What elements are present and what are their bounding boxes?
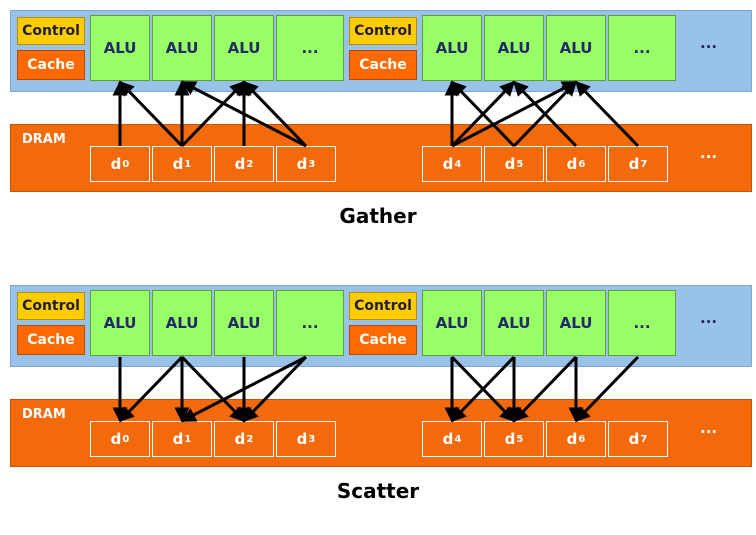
gather-panel: Control Cache ALU ALU ALU ... Control Ca… (0, 0, 756, 260)
control-unit: Control (17, 292, 85, 320)
alu-ellipsis: ... (608, 290, 676, 356)
alu-ellipsis: ... (608, 15, 676, 81)
control-unit: Control (349, 292, 417, 320)
alu-1: ALU (152, 290, 212, 356)
alu-ellipsis: ... (276, 15, 344, 81)
connection-arrow (180, 80, 246, 148)
gather-arrows (112, 80, 640, 148)
connection-arrow (118, 355, 184, 423)
alu-2: ALU (214, 290, 274, 356)
alu-ellipsis: ... (276, 290, 344, 356)
panel-caption: Gather (339, 204, 417, 228)
dram-ellipsis: ... (700, 419, 718, 437)
alu-2: ALU (214, 15, 274, 81)
connection-arrow (450, 80, 516, 148)
connection-arrow (242, 355, 308, 423)
cache-unit: Cache (17, 50, 85, 80)
scatter-arrows (112, 355, 640, 423)
gpu-ellipsis: ... (700, 34, 718, 52)
control-unit: Control (349, 17, 417, 45)
dram-label: DRAM (22, 407, 66, 422)
cache-unit: Cache (17, 325, 85, 355)
gpu-ellipsis: ... (700, 309, 718, 327)
dram-ellipsis: ... (700, 144, 718, 162)
alu-4: ALU (422, 290, 482, 356)
alu-5: ALU (484, 15, 544, 81)
connection-arrow (180, 80, 307, 148)
alu-0: ALU (90, 290, 150, 356)
alu-6: ALU (546, 15, 606, 81)
connection-arrow (180, 355, 246, 423)
panel-caption: Scatter (336, 479, 420, 503)
alu-5: ALU (484, 290, 544, 356)
connection-arrow (450, 355, 516, 423)
alu-6: ALU (546, 290, 606, 356)
connection-arrow (451, 80, 578, 148)
dram-bar (10, 399, 752, 467)
dram-label: DRAM (22, 132, 66, 147)
control-unit: Control (17, 17, 85, 45)
connection-arrow (574, 355, 640, 423)
connection-arrow (242, 80, 308, 148)
cache-unit: Cache (349, 325, 417, 355)
connection-arrow (118, 80, 184, 148)
connection-arrow (574, 80, 640, 148)
connection-arrow (512, 80, 578, 148)
cache-unit: Cache (349, 50, 417, 80)
scatter-panel: Control Cache ALU ALU ALU ... Control Ca… (0, 275, 756, 535)
connection-arrow (512, 355, 578, 423)
